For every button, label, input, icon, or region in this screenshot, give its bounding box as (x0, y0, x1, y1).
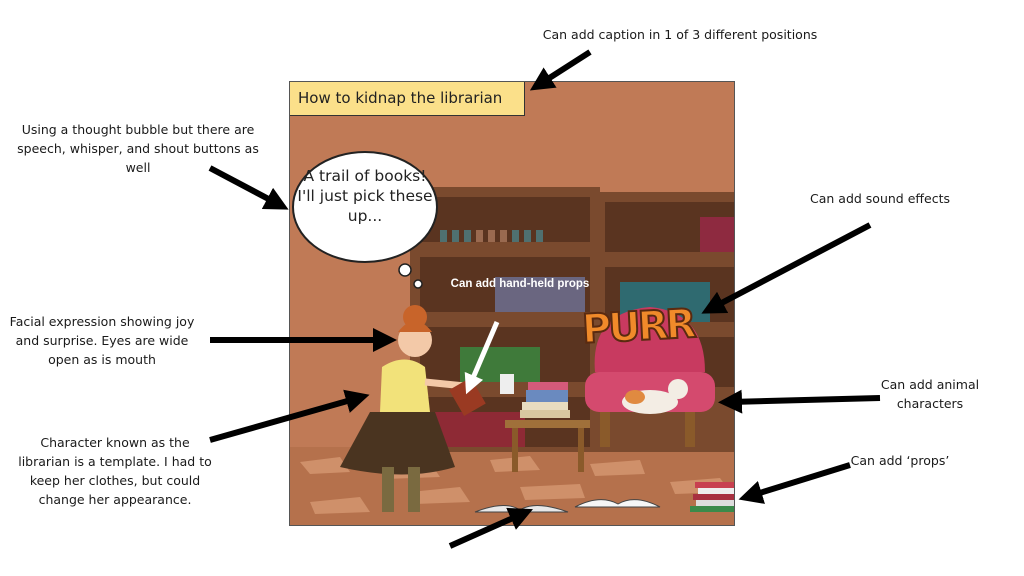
book-stack-table (520, 382, 570, 418)
comic-scene (290, 151, 734, 525)
annotation-facial-expression: Facial expression showing joy and surpri… (9, 314, 195, 367)
arrow-sound-effect (701, 222, 872, 314)
thought-bubble-text: A trail of books! I'll just pick these u… (297, 167, 433, 225)
comic-panel: How to kidnap the librarian A trail of b… (289, 81, 735, 526)
librarian-character (340, 305, 486, 512)
open-book-2 (574, 499, 661, 508)
annotation-sound-effects: Can add sound effects (810, 191, 950, 206)
arrow-animal (718, 389, 881, 414)
table (505, 420, 590, 428)
annotation-animal-characters: Can add animal characters (880, 377, 980, 411)
annotation-props: Can add ‘props’ (850, 453, 950, 468)
annotation-hand-held-props: Can add hand-held props (450, 278, 590, 290)
annotation-character-template: Character known as the librarian is a te… (18, 435, 212, 507)
book-stack-floor (690, 482, 734, 512)
hand-held-book (449, 377, 486, 416)
thought-bubble (292, 151, 438, 289)
arrow-caption (529, 49, 592, 91)
caption-box: How to kidnap the librarian (290, 82, 525, 116)
sound-effect-purr: PURR (580, 300, 696, 354)
annotation-caption-positions: Can add caption in 1 of 3 different posi… (542, 27, 818, 42)
candle (500, 374, 514, 394)
books-red (435, 412, 525, 447)
books-purple (495, 277, 585, 312)
annotation-thought-bubble: Using a thought bubble but there are spe… (17, 122, 259, 175)
cat (622, 379, 688, 414)
bottles (440, 230, 543, 242)
